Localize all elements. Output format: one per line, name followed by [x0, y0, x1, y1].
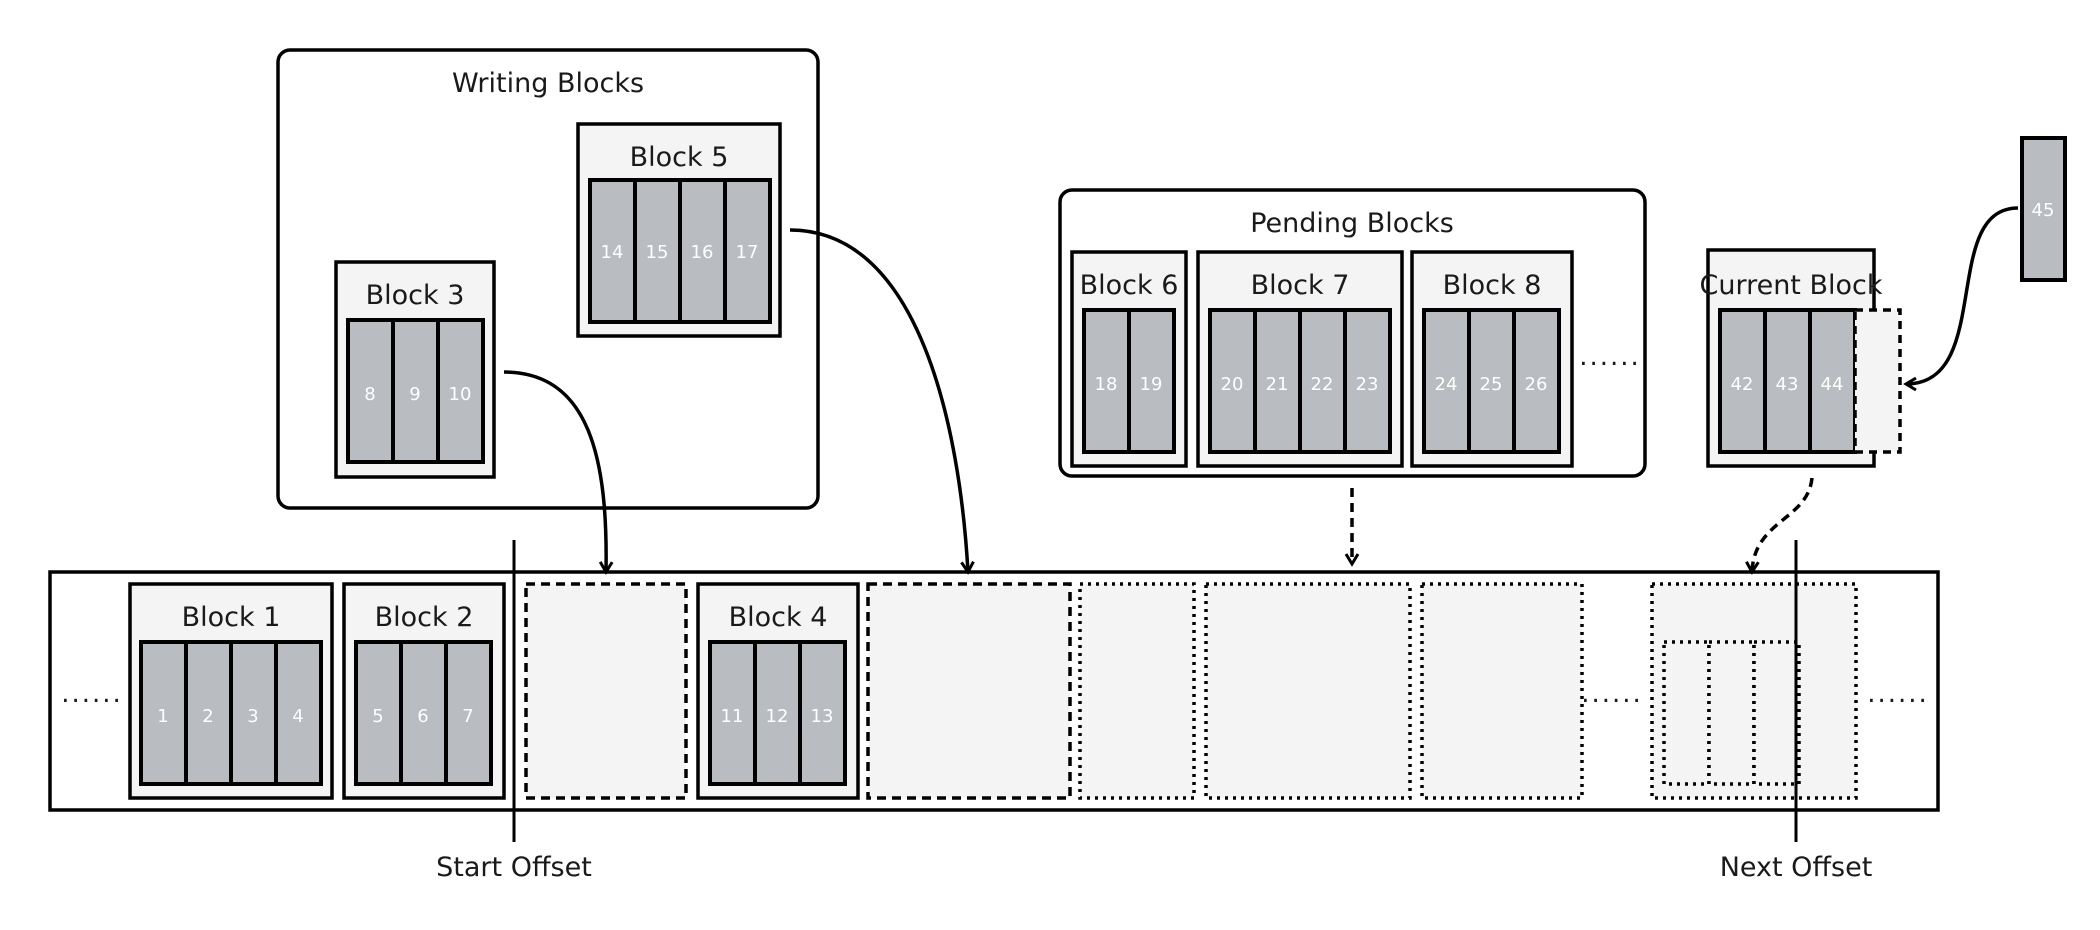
- current-block-empty-slot: [1853, 308, 1902, 454]
- item-8: 8: [364, 384, 375, 405]
- block-6-cell: [1127, 308, 1176, 454]
- block-5-label: Block 5: [630, 142, 729, 173]
- block-3-cell: [391, 318, 440, 464]
- current-slot-cell: [1662, 640, 1711, 786]
- item-19: 19: [1140, 374, 1163, 395]
- block-4-label: Block 4: [729, 602, 828, 633]
- item-10: 10: [449, 384, 472, 405]
- block-8-cell: [1512, 308, 1561, 454]
- arrow-current-to-buffer: [1745, 477, 1814, 575]
- block-1-cell: [229, 640, 278, 786]
- reserved-slot-block-5: [866, 582, 1072, 800]
- start-offset-label: Start Offset: [436, 852, 592, 883]
- block-4-cell: [798, 640, 847, 786]
- block-1-cell: [184, 640, 233, 786]
- item-17: 17: [736, 242, 759, 263]
- block-7-cell: [1208, 308, 1257, 454]
- item-18: 18: [1095, 374, 1118, 395]
- item-13: 13: [811, 706, 834, 727]
- item-43: 43: [1776, 374, 1799, 395]
- item-1: 1: [157, 706, 168, 727]
- incoming-item: [2020, 136, 2067, 282]
- block-1-cell: [139, 640, 188, 786]
- item-12: 12: [766, 706, 789, 727]
- block-3-cell: [436, 318, 485, 464]
- block-7-label: Block 7: [1251, 270, 1350, 301]
- item-5: 5: [372, 706, 383, 727]
- item-24: 24: [1435, 374, 1458, 395]
- pending-ellipsis: ......: [1579, 342, 1641, 372]
- block-1-label: Block 1: [182, 602, 281, 633]
- item-20: 20: [1221, 374, 1244, 395]
- current-block-cell: [1763, 308, 1812, 454]
- next-offset-label: Next Offset: [1720, 852, 1873, 883]
- block-2-label: Block 2: [375, 602, 474, 633]
- block-6-cell: [1082, 308, 1131, 454]
- item-9: 9: [409, 384, 420, 405]
- pending-slot-block-8: [1420, 582, 1584, 800]
- pending-slot-block-6: [1078, 582, 1196, 800]
- buffer-ellipsis-left: ......: [61, 679, 123, 709]
- arrow-block-5-to-slot: [789, 228, 975, 575]
- item-45: 45: [2032, 200, 2055, 221]
- block-2-cell: [444, 640, 493, 786]
- item-14: 14: [601, 242, 624, 263]
- block-7-cell: [1343, 308, 1392, 454]
- item-6: 6: [417, 706, 428, 727]
- item-21: 21: [1266, 374, 1289, 395]
- reserved-slot-block-3: [524, 582, 688, 800]
- arrow-incoming-to-current: [1903, 206, 2019, 392]
- writing-blocks-title: Writing Blocks: [452, 68, 644, 99]
- item-22: 22: [1311, 374, 1334, 395]
- buffer-ellipsis-middle: ......: [1581, 679, 1643, 709]
- current-block-cell: [1718, 308, 1767, 454]
- item-42: 42: [1731, 374, 1754, 395]
- current-slot-cell: [1707, 640, 1756, 786]
- item-4: 4: [292, 706, 303, 727]
- item-11: 11: [721, 706, 744, 727]
- item-7: 7: [462, 706, 473, 727]
- item-2: 2: [202, 706, 213, 727]
- block-4-cell: [708, 640, 757, 786]
- item-23: 23: [1356, 374, 1379, 395]
- block-2-cell: [399, 640, 448, 786]
- block-5-cell: [678, 178, 727, 324]
- block-3-label: Block 3: [366, 280, 465, 311]
- block-3-cell: [346, 318, 395, 464]
- block-1-cell: [274, 640, 323, 786]
- arrow-block-3-to-slot: [503, 370, 614, 575]
- block-8-label: Block 8: [1443, 270, 1542, 301]
- item-25: 25: [1480, 374, 1503, 395]
- item-26: 26: [1525, 374, 1548, 395]
- block-5-cell: [723, 178, 772, 324]
- item-16: 16: [691, 242, 714, 263]
- pending-blocks-title: Pending Blocks: [1250, 208, 1454, 239]
- item-3: 3: [247, 706, 258, 727]
- item-44: 44: [1821, 374, 1844, 395]
- pending-slot-block-7: [1204, 582, 1412, 800]
- block-6-label: Block 6: [1080, 270, 1179, 301]
- current-block-title: Current Block: [1699, 270, 1882, 301]
- block-5-cell: [588, 178, 637, 324]
- item-15: 15: [646, 242, 669, 263]
- current-slot-cell: [1752, 640, 1801, 786]
- buffer-ellipsis-right: ......: [1867, 679, 1929, 709]
